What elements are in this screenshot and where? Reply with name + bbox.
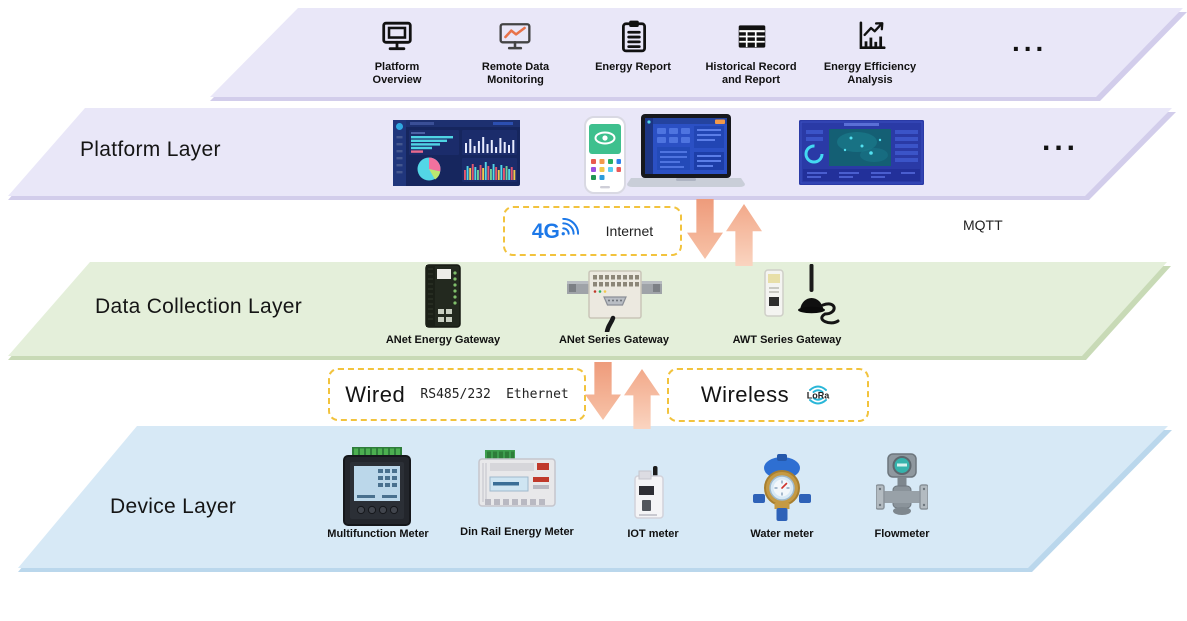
device-label: Multifunction Meter [327,528,429,540]
multifunction-meter-image [342,447,412,532]
big-screen-dashboard-image [799,120,924,190]
energy-efficiency-icon [854,19,888,58]
device-label: Din Rail Energy Meter [460,526,574,538]
uplink-arrow-icon [726,204,762,266]
device-label: IOT meter [627,528,679,540]
wireless-box: Wireless LoRa [667,368,869,422]
din-rail-meter-image [473,450,568,519]
gateway-label: ANet Series Gateway [558,334,670,346]
mobile-app-image [584,116,626,199]
awt-series-gateway-image [745,263,840,337]
badge-4g: 4G [531,220,560,243]
signal-icon [561,218,579,236]
rs485-label: RS485/232 [420,387,491,402]
platform-ellipsis: ... [1042,124,1080,157]
app-item-label: Remote Data Monitoring [481,61,550,87]
anet-series-gateway-image [567,266,662,337]
platform-layer-title: Platform Layer [80,138,221,161]
iot-meter-image [630,464,672,525]
gateway-label: AWT Series Gateway [732,334,842,346]
device-label: Water meter [750,528,814,540]
ethernet-label: Ethernet [506,387,569,402]
wired-label: Wired [345,381,406,407]
laptop-dashboard-image [627,114,745,197]
svg-text:LoRa: LoRa [807,391,830,401]
app-item-label: Energy Efficiency Analysis [823,61,917,87]
internet-4g-box: 4G Internet [503,206,682,256]
energy-report-icon [617,19,651,58]
downlink-arrow-icon [585,362,621,420]
app-item-label: Energy Report [595,61,671,73]
app-item-label: Platform Overview [372,61,422,87]
platform-overview-icon [380,20,414,59]
remote-data-monitoring-icon [498,20,532,59]
device-layer-title: Device Layer [110,495,237,518]
flowmeter-image [875,453,929,530]
downlink-arrow-icon [687,199,723,259]
anet-energy-gateway-image [420,263,466,336]
applications-ellipsis: ... [1012,26,1048,57]
app-item-label: Historical Record and Report [705,61,797,87]
internet-label: Internet [605,223,654,239]
lora-logo: LoRa [807,385,830,405]
gateway-label: ANet Energy Gateway [385,334,501,346]
wireless-label: Wireless [700,382,790,407]
uplink-arrow-icon [624,369,660,429]
historical-record-icon [735,20,769,59]
wired-box: Wired RS485/232 Ethernet [328,368,586,421]
data-collection-layer-title: Data Collection Layer [95,295,303,318]
web-dashboard-image [393,120,520,191]
device-label: Flowmeter [874,528,930,540]
water-meter-image [753,454,811,529]
mqtt-label: MQTT [963,217,1003,233]
